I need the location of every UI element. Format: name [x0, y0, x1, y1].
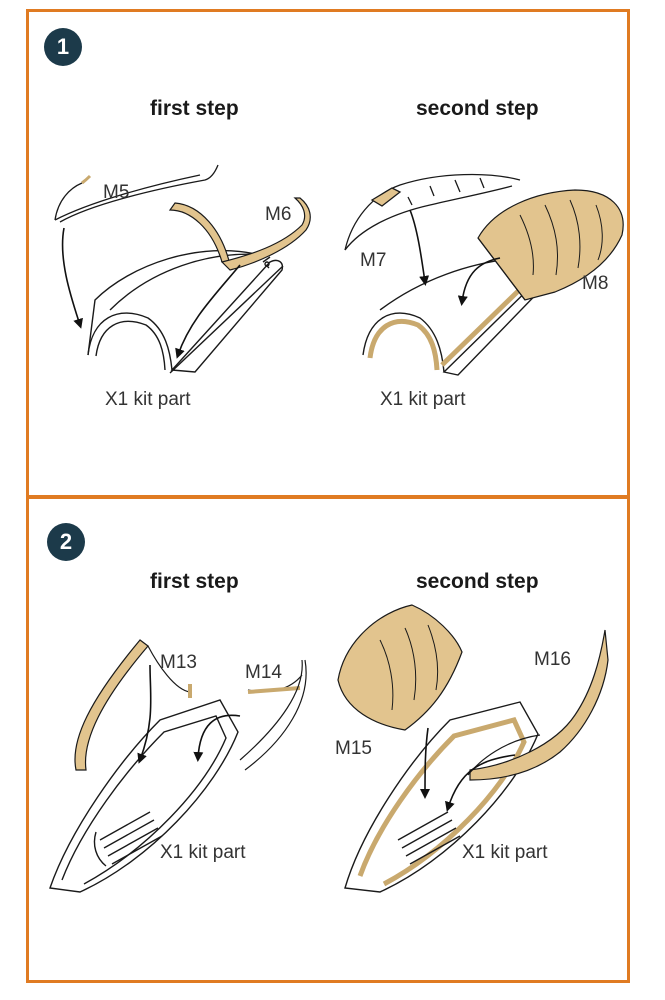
kit-part-1a: [87, 249, 284, 374]
film-m14-shape: [239, 659, 307, 771]
film-m15-shape: [337, 604, 463, 731]
label-kit-part-2b: X1 kit part: [462, 842, 548, 863]
label-kit-part-1b: X1 kit part: [380, 389, 466, 410]
arrows-1b: [409, 209, 501, 306]
label-m16: M16: [534, 649, 571, 670]
film-m8-shape: [477, 189, 624, 301]
label-m15: M15: [335, 738, 372, 759]
label-m8: M8: [582, 273, 608, 294]
arrows-2b: [420, 727, 516, 812]
second-step-title-1: second step: [416, 97, 539, 120]
label-m13: M13: [160, 652, 197, 673]
first-step-title-1: first step: [150, 97, 239, 120]
label-m14: M14: [245, 662, 282, 683]
film-m5-shape: [54, 164, 219, 223]
panel-step-2: [26, 495, 630, 983]
label-kit-part-2a: X1 kit part: [160, 842, 246, 863]
second-step-title-2: second step: [416, 570, 539, 593]
film-m7-shape: [344, 173, 521, 251]
film-m13-shape: [74, 639, 192, 771]
arrows-2a: [137, 664, 241, 764]
first-step-title-2: first step: [150, 570, 239, 593]
step-number-badge-2: 2: [47, 523, 85, 561]
label-m5: M5: [103, 182, 129, 203]
label-kit-part-1a: X1 kit part: [105, 389, 191, 410]
label-m7: M7: [360, 250, 386, 271]
kit-part-2a: [49, 699, 239, 893]
step-number-badge-1: 1: [44, 28, 82, 66]
film-m6-shape: [168, 197, 311, 271]
kit-part-2b: [344, 701, 539, 893]
label-m6: M6: [265, 204, 291, 225]
arrows-1a: [61, 227, 241, 359]
